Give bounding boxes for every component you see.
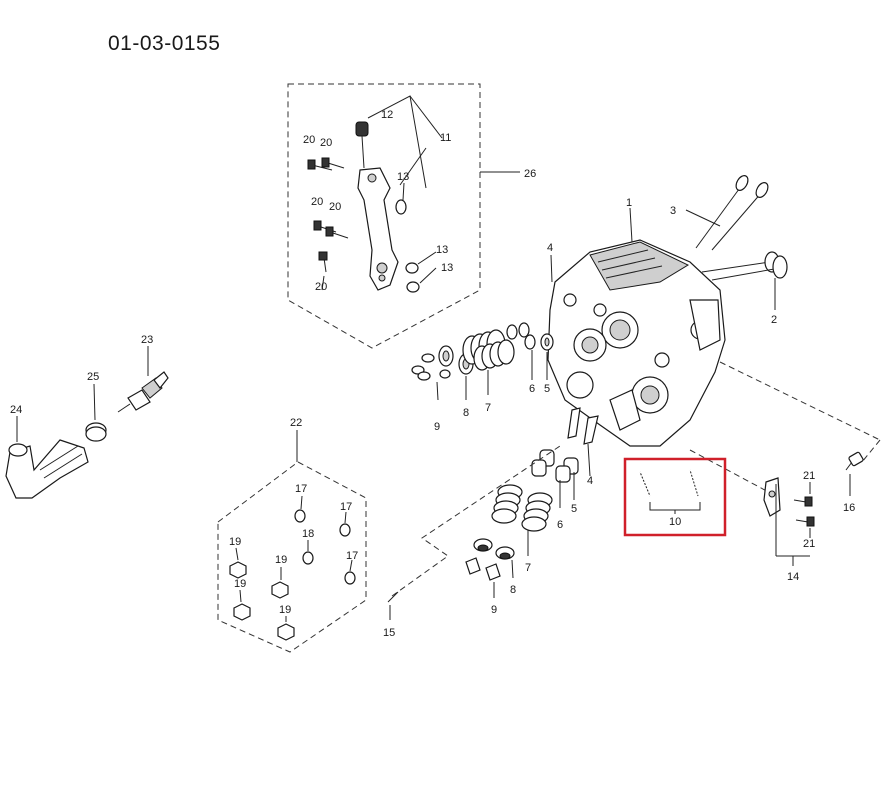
label-part-19-a: 19	[229, 536, 241, 548]
bracket-14[interactable]	[763, 477, 810, 566]
label-part-20-a: 20	[303, 134, 315, 146]
label-part-18: 18	[302, 528, 314, 540]
label-part-13-a: 13	[397, 171, 409, 183]
label-part-8-upper: 8	[463, 407, 469, 419]
label-part-12: 12	[381, 109, 393, 121]
label-part-5-upper: 5	[544, 383, 550, 395]
label-part-11: 11	[440, 132, 451, 144]
label-part-17-a: 17	[295, 483, 307, 495]
group-box-26	[287, 83, 520, 349]
label-part-10: 10	[669, 516, 681, 528]
nut-group-19[interactable]	[229, 561, 295, 641]
label-part-20-c: 20	[311, 196, 323, 208]
sealing-ring-25[interactable]	[85, 383, 107, 442]
label-part-3: 3	[670, 205, 676, 217]
label-part-20-b: 20	[320, 137, 332, 149]
o-ring-group-13[interactable]	[395, 199, 420, 293]
rocker-arm-assembly[interactable]	[355, 121, 399, 291]
label-part-21-a: 21	[803, 470, 815, 482]
bolt-group-20[interactable]	[307, 157, 349, 273]
part-labels: 1 2 3 4 4 5 5 6 6 7 7 8 8 9 9 10 11 12 1…	[10, 109, 855, 639]
label-part-16: 16	[843, 502, 855, 514]
label-part-17-b: 17	[340, 501, 352, 513]
label-part-13-b: 13	[436, 244, 448, 256]
label-part-5-lower: 5	[571, 503, 577, 515]
label-part-26: 26	[524, 168, 536, 180]
label-part-23: 23	[141, 334, 153, 346]
label-part-20-d: 20	[329, 201, 341, 213]
label-part-4-upper: 4	[547, 242, 553, 254]
label-part-24: 24	[10, 404, 22, 416]
bolt-group-21[interactable]	[793, 482, 815, 538]
cylinder-head[interactable]	[547, 239, 726, 447]
guide-lines	[391, 361, 881, 597]
highlight-box-part-10	[623, 457, 727, 537]
bolt-16[interactable]	[845, 451, 864, 496]
group-box-22	[217, 430, 367, 653]
spark-plug-cap-24[interactable]	[5, 416, 89, 499]
label-part-19-c: 19	[234, 578, 246, 590]
label-part-8-lower: 8	[510, 584, 516, 596]
label-part-9-lower: 9	[491, 604, 497, 616]
label-part-7-lower: 7	[525, 562, 531, 574]
leaders-lower-springs	[493, 443, 591, 598]
label-part-15: 15	[383, 627, 395, 639]
label-part-25: 25	[87, 371, 99, 383]
label-part-6-upper: 6	[529, 383, 535, 395]
valve-group[interactable]	[695, 174, 788, 281]
label-part-19-d: 19	[279, 604, 291, 616]
diagram-code: 01-03-0155	[108, 32, 221, 55]
label-part-2: 2	[771, 314, 777, 326]
label-part-4-lower: 4	[587, 475, 593, 487]
stud-15[interactable]	[387, 591, 399, 620]
label-part-6-lower: 6	[557, 519, 563, 531]
label-part-7-upper: 7	[485, 402, 491, 414]
valve-spring-set-lower[interactable]	[465, 449, 579, 581]
valve-spring-set-upper[interactable]	[411, 322, 554, 381]
label-part-19-b: 19	[275, 554, 287, 566]
label-part-20-e: 20	[315, 281, 327, 293]
label-part-21-b: 21	[803, 538, 815, 550]
label-part-22: 22	[290, 417, 302, 429]
label-part-13-c: 13	[441, 262, 453, 274]
label-part-17-c: 17	[346, 550, 358, 562]
leaders-group-22	[235, 495, 353, 622]
washer-group-17-18[interactable]	[294, 509, 356, 585]
label-part-14: 14	[787, 571, 799, 583]
leaders-misc	[629, 207, 776, 310]
label-part-1: 1	[626, 197, 632, 209]
label-part-9-upper: 9	[434, 421, 440, 433]
leaders-upper-springs	[436, 254, 553, 401]
spark-plug-23[interactable]	[117, 346, 169, 413]
stud-pair-10[interactable]	[639, 469, 701, 514]
leaders-group-26	[321, 95, 443, 291]
